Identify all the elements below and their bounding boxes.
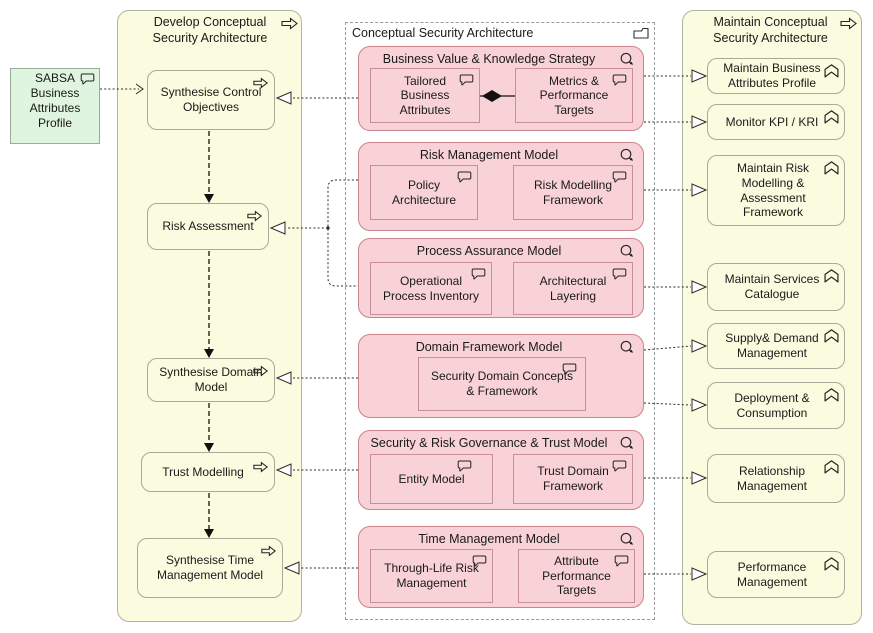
model-child-policy-architecture[interactable]: Policy Architecture bbox=[370, 165, 478, 220]
process-arrow-icon bbox=[253, 77, 268, 89]
speech-bubble-icon bbox=[80, 73, 95, 85]
process-arrow-icon bbox=[281, 17, 298, 30]
junction-dot bbox=[326, 226, 330, 230]
speech-bubble-icon bbox=[471, 268, 486, 280]
model-child-security-domain-concepts-framework[interactable]: Security Domain Concepts & Framework bbox=[418, 357, 586, 411]
interaction-circle-arrow-icon bbox=[619, 148, 635, 163]
model-child-label: Risk Modelling Framework bbox=[533, 177, 613, 207]
process-node-label: Synthesise Domain Model bbox=[159, 365, 263, 394]
model-child-label: Attribute Performance Targets bbox=[542, 554, 611, 598]
speech-bubble-icon bbox=[612, 171, 627, 183]
function-node-label: Maintain Services Catalogue bbox=[724, 272, 820, 301]
model-child-trust-domain-framework[interactable]: Trust Domain Framework bbox=[513, 454, 633, 504]
function-node-label: Deployment & Consumption bbox=[734, 390, 810, 420]
function-node-label: Supply& Demand Management bbox=[725, 331, 819, 360]
interaction-circle-arrow-icon bbox=[619, 340, 635, 355]
right-process-column[interactable] bbox=[682, 10, 862, 625]
model-child-label: Tailored Business Attributes bbox=[399, 73, 451, 117]
function-node-supply-demand-management[interactable]: Supply& Demand Management bbox=[707, 323, 845, 369]
function-chevron-icon bbox=[824, 64, 839, 78]
process-node-label: Synthesise Control Objectives bbox=[160, 85, 262, 114]
folder-icon bbox=[633, 27, 649, 39]
interaction-circle-arrow-icon bbox=[619, 52, 635, 67]
speech-bubble-icon bbox=[612, 268, 627, 280]
model-child-through-life-risk-management[interactable]: Through-Life Risk Management bbox=[370, 549, 493, 603]
model-group-title: Business Value & Knowledge Strategy bbox=[382, 52, 596, 66]
model-child-attribute-performance-targets[interactable]: Attribute Performance Targets bbox=[518, 549, 635, 603]
function-chevron-icon bbox=[824, 329, 839, 343]
model-child-metrics-performance-targets[interactable]: Metrics & Performance Targets bbox=[515, 68, 633, 123]
process-node-synthesise-domain-model[interactable]: Synthesise Domain Model bbox=[147, 358, 275, 402]
process-node-label: Synthesise Time Management Model bbox=[156, 553, 264, 582]
model-group-title: Security & Risk Governance & Trust Model bbox=[370, 436, 608, 450]
speech-bubble-icon bbox=[612, 460, 627, 472]
process-node-risk-assessment[interactable]: Risk Assessment bbox=[147, 203, 269, 250]
function-chevron-icon bbox=[824, 110, 839, 124]
function-chevron-icon bbox=[824, 557, 839, 571]
left-column-title: Develop Conceptual Security Architecture bbox=[152, 15, 268, 45]
right-column-title: Maintain Conceptual Security Architectur… bbox=[713, 15, 828, 45]
function-chevron-icon bbox=[824, 269, 839, 283]
function-node-maintain-business-attributes-profile[interactable]: Maintain Business Attributes Profile bbox=[707, 58, 845, 94]
function-node-monitor-kpi-kri[interactable]: Monitor KPI / KRI bbox=[707, 104, 845, 140]
function-node-relationship-management[interactable]: Relationship Management bbox=[707, 454, 845, 503]
process-arrow-icon bbox=[253, 365, 268, 377]
process-node-synthesise-control-objectives[interactable]: Synthesise Control Objectives bbox=[147, 70, 275, 130]
group-label: Conceptual Security Architecture bbox=[352, 26, 534, 40]
interaction-circle-arrow-icon bbox=[619, 244, 635, 259]
model-child-architectural-layering[interactable]: Architectural Layering bbox=[513, 262, 633, 315]
speech-bubble-icon bbox=[457, 171, 472, 183]
model-child-label: Operational Process Inventory bbox=[382, 273, 480, 303]
model-child-label: Trust Domain Framework bbox=[537, 464, 609, 493]
model-child-label: Security Domain Concepts & Framework bbox=[430, 369, 574, 398]
speech-bubble-icon bbox=[614, 555, 629, 567]
function-node-performance-management[interactable]: Performance Management bbox=[707, 551, 845, 598]
speech-bubble-icon bbox=[459, 74, 474, 86]
function-node-maintain-services-catalogue[interactable]: Maintain Services Catalogue bbox=[707, 263, 845, 311]
process-node-synthesise-time-management-model[interactable]: Synthesise Time Management Model bbox=[137, 538, 283, 598]
interaction-circle-arrow-icon bbox=[619, 532, 635, 547]
function-node-label: Relationship Management bbox=[736, 463, 808, 493]
model-child-operational-process-inventory[interactable]: Operational Process Inventory bbox=[370, 262, 492, 315]
function-node-maintain-risk-modelling-assessment-framework[interactable]: Maintain Risk Modelling & Assessment Fra… bbox=[707, 155, 845, 226]
model-child-label: Policy Architecture bbox=[391, 177, 457, 207]
function-node-label: Maintain Business Attributes Profile bbox=[723, 61, 821, 90]
process-arrow-icon bbox=[247, 210, 262, 222]
function-node-label: Performance Management bbox=[736, 559, 808, 589]
model-child-label: Entity Model bbox=[398, 471, 465, 486]
model-group-title: Time Management Model bbox=[418, 532, 560, 546]
speech-bubble-icon bbox=[472, 555, 487, 567]
function-node-label: Maintain Risk Modelling & Assessment Fra… bbox=[736, 161, 810, 220]
model-child-label: Metrics & Performance Targets bbox=[539, 73, 609, 117]
source-node-sabsa-business-attributes-profile[interactable]: SABSA Business Attributes Profile bbox=[10, 68, 100, 144]
model-child-tailored-business-attributes[interactable]: Tailored Business Attributes bbox=[370, 68, 480, 123]
interaction-circle-arrow-icon bbox=[619, 436, 635, 451]
model-group-title: Risk Management Model bbox=[419, 148, 559, 162]
process-node-label: Trust Modelling bbox=[162, 464, 244, 479]
model-child-label: Architectural Layering bbox=[539, 273, 607, 303]
process-arrow-icon bbox=[261, 545, 276, 557]
process-arrow-icon bbox=[840, 17, 857, 30]
model-group-title: Process Assurance Model bbox=[416, 244, 562, 258]
speech-bubble-icon bbox=[612, 74, 627, 86]
function-node-label: Monitor KPI / KRI bbox=[725, 114, 819, 129]
source-node-label: SABSA Business Attributes Profile bbox=[29, 71, 81, 130]
model-child-risk-modelling-framework[interactable]: Risk Modelling Framework bbox=[513, 165, 633, 220]
function-chevron-icon bbox=[824, 388, 839, 402]
process-node-trust-modelling[interactable]: Trust Modelling bbox=[141, 452, 275, 492]
speech-bubble-icon bbox=[457, 460, 472, 472]
speech-bubble-icon bbox=[562, 363, 577, 375]
function-chevron-icon bbox=[824, 161, 839, 175]
process-arrow-icon bbox=[253, 461, 268, 473]
process-node-label: Risk Assessment bbox=[162, 219, 254, 234]
model-child-entity-model[interactable]: Entity Model bbox=[370, 454, 493, 504]
model-group-title: Domain Framework Model bbox=[415, 340, 563, 354]
function-node-deployment-consumption[interactable]: Deployment & Consumption bbox=[707, 382, 845, 429]
function-chevron-icon bbox=[824, 460, 839, 474]
model-child-label: Through-Life Risk Management bbox=[384, 561, 479, 590]
